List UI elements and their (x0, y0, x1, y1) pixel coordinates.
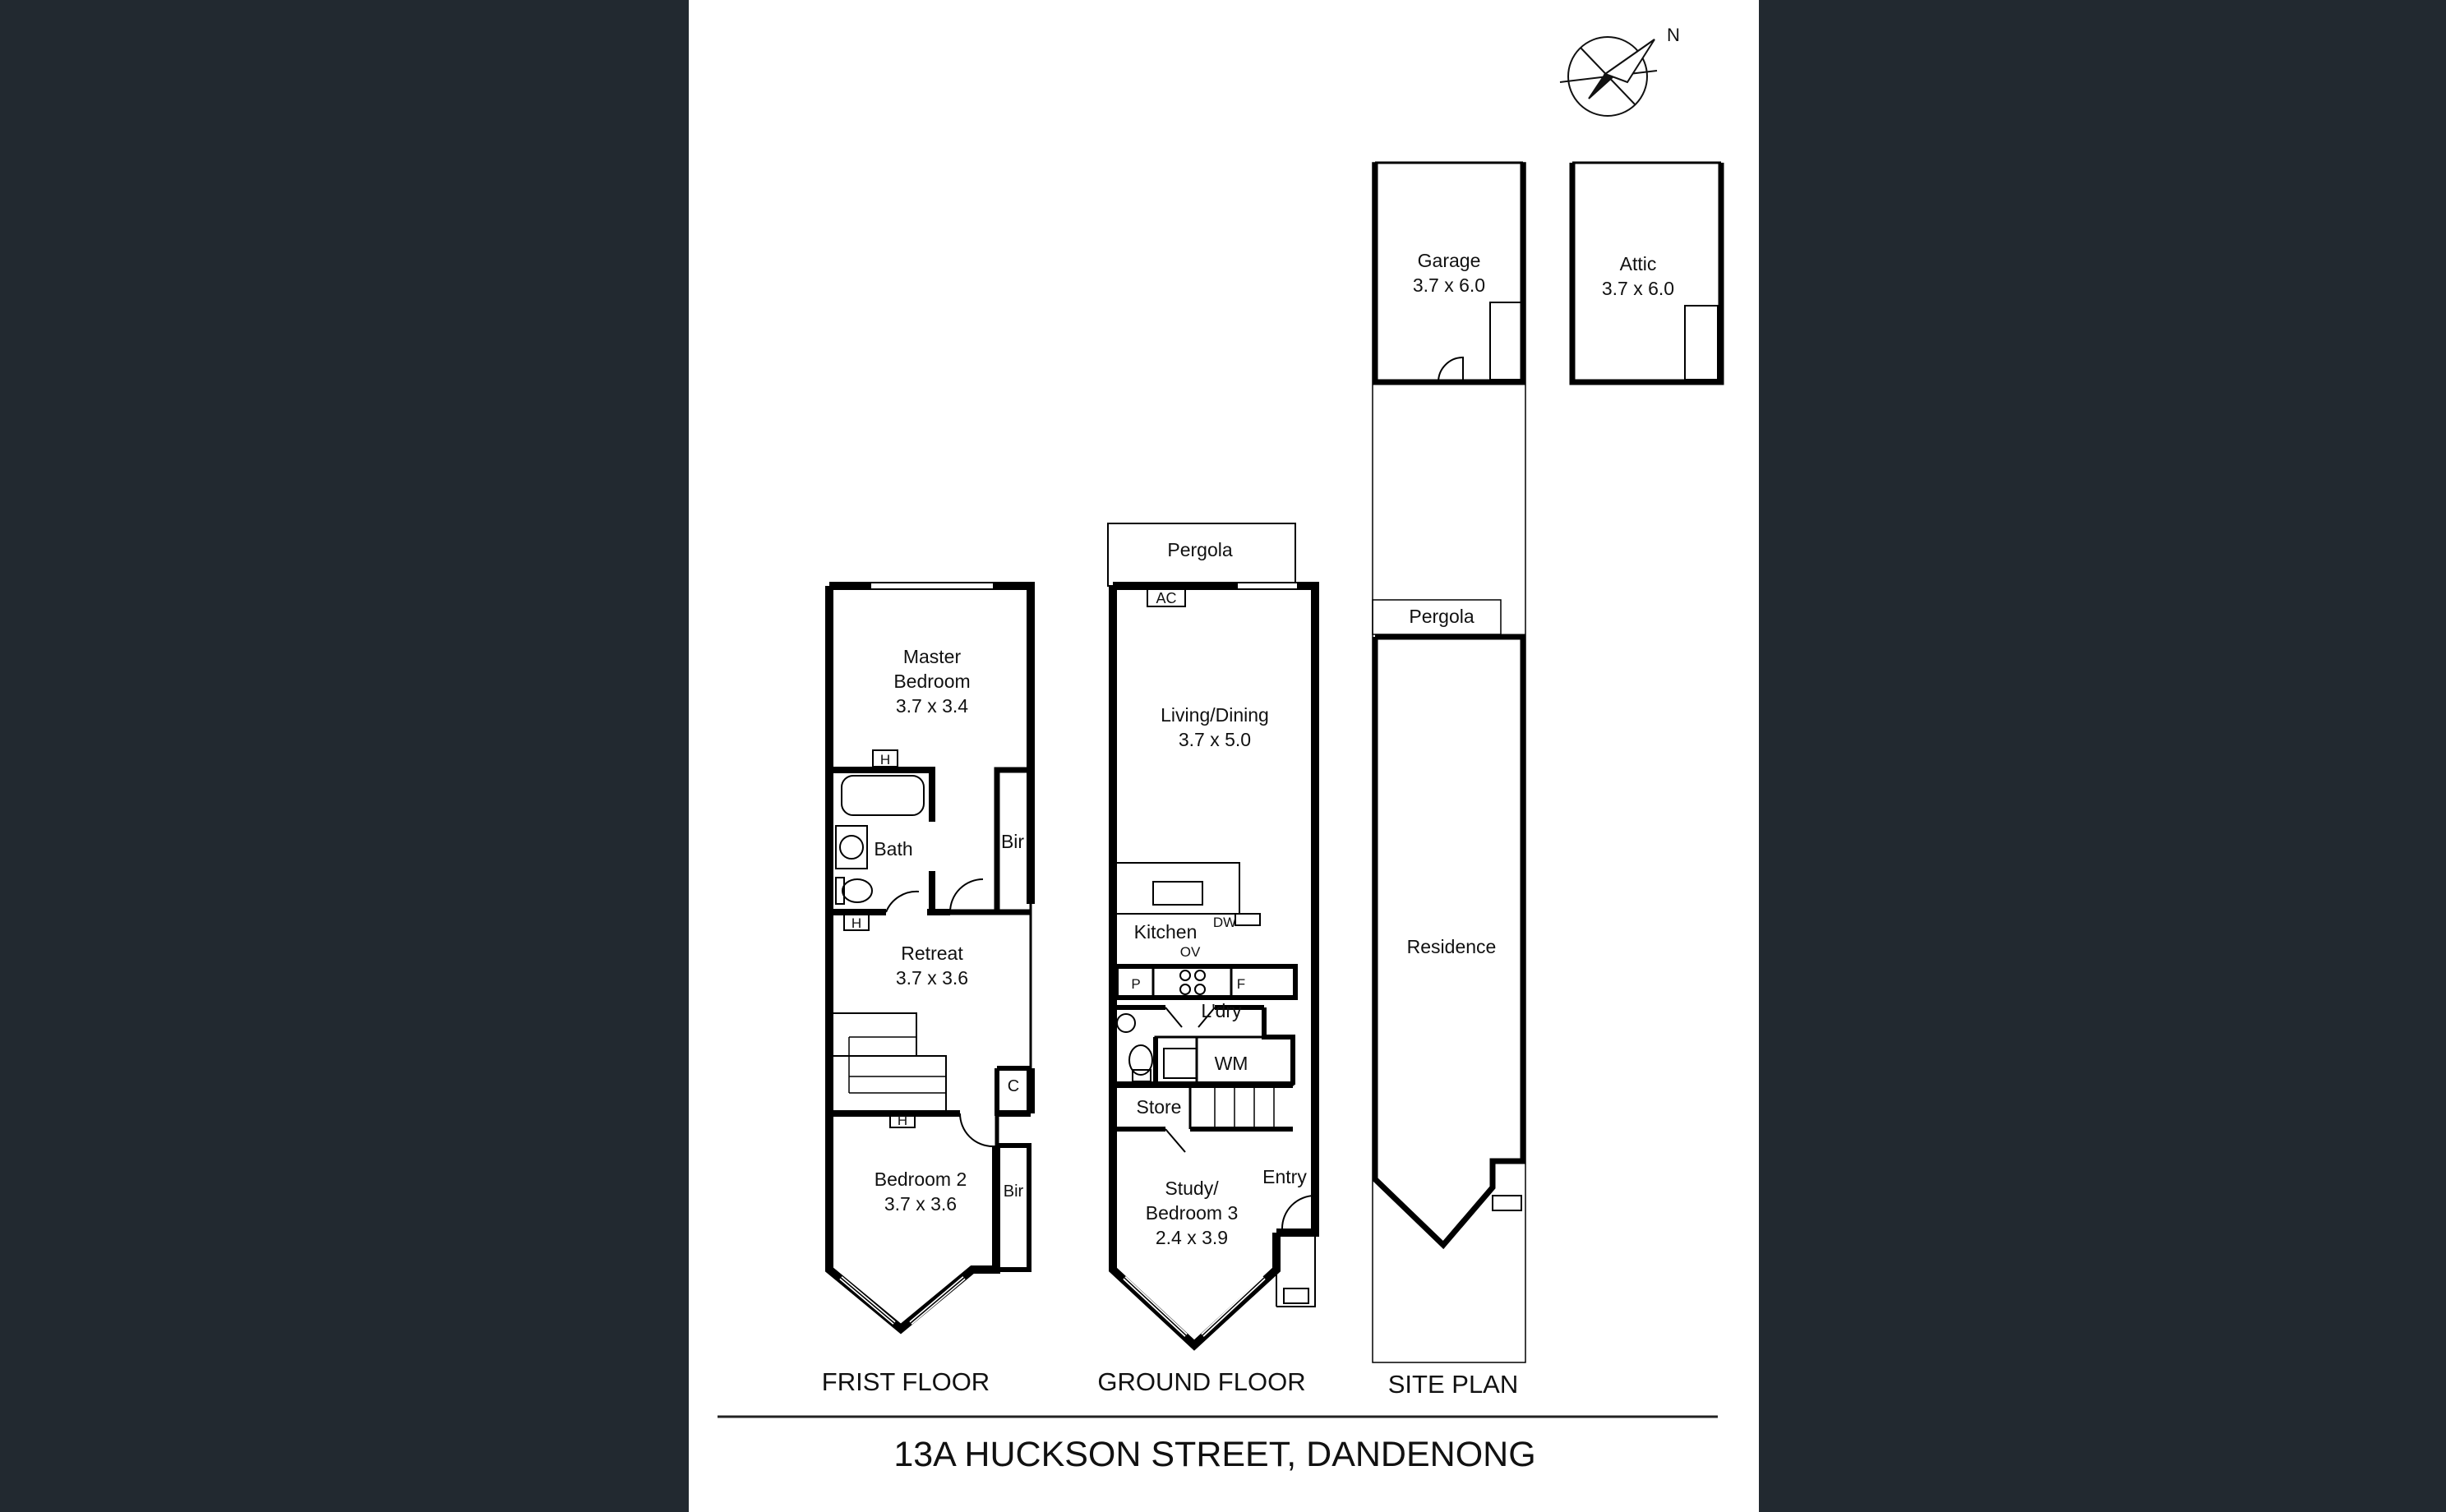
washing-machine-label: WM (1215, 1053, 1248, 1074)
study-size: 2.4 x 3.9 (1156, 1227, 1228, 1248)
kitchen-label: Kitchen (1134, 921, 1198, 943)
study-label-line2: Bedroom 3 (1146, 1202, 1239, 1224)
site-pergola-label: Pergola (1409, 606, 1474, 627)
master-bedroom-size: 3.7 x 3.4 (896, 695, 968, 717)
heater-mark: H (851, 915, 861, 931)
ground-floor-labels: Pergola AC Living/Dining 3.7 x 5.0 DW Ki… (1131, 539, 1307, 1248)
living-dining-label: Living/Dining (1161, 704, 1269, 726)
floor-titles: FRIST FLOOR GROUND FLOOR SITE PLAN (822, 1367, 1518, 1399)
pergola-label: Pergola (1167, 539, 1232, 560)
master-bedroom-label: Master (903, 646, 962, 667)
first-floor-title: FRIST FLOOR (822, 1367, 990, 1396)
compass-north-label: N (1667, 25, 1680, 45)
dishwasher-label: DW (1213, 915, 1236, 930)
garage-label: Garage (1418, 250, 1481, 271)
first-floor-plan (825, 582, 1035, 1335)
residence-label: Residence (1407, 936, 1497, 957)
site-plan-title: SITE PLAN (1388, 1370, 1519, 1399)
entry-label: Entry (1262, 1166, 1307, 1187)
retreat-label: Retreat (901, 943, 963, 964)
ground-floor-title: GROUND FLOOR (1097, 1367, 1305, 1396)
master-bedroom-label-line2: Bedroom (893, 671, 970, 692)
pantry-label: P (1131, 976, 1140, 992)
oven-label: OV (1180, 944, 1201, 960)
fridge-label: F (1237, 976, 1245, 992)
site-plan (1372, 161, 1724, 1363)
bedroom2-size: 3.7 x 3.6 (884, 1193, 957, 1215)
floor-plan-drawing: N (718, 25, 1724, 1474)
c-closet-label: C (1008, 1077, 1019, 1095)
bir-2-label: Bir (1004, 1182, 1024, 1201)
laundry-label: L'dry (1201, 1000, 1242, 1021)
attic-size: 3.7 x 6.0 (1602, 278, 1674, 299)
bedroom2-label: Bedroom 2 (875, 1169, 967, 1190)
heater-mark: H (898, 1113, 907, 1128)
bath-label: Bath (874, 838, 912, 860)
compass-icon (1559, 36, 1658, 117)
bir-1-label: Bir (1001, 831, 1024, 852)
address-title: 13A HUCKSON STREET, DANDENONG (893, 1435, 1535, 1474)
garage-size: 3.7 x 6.0 (1413, 274, 1485, 296)
site-plan-labels: Garage 3.7 x 6.0 Attic 3.7 x 6.0 Pergola… (1407, 250, 1674, 957)
floor-plan-sheet: N (689, 0, 1759, 1512)
first-floor-labels: Master Bedroom 3.7 x 3.4 Bath Bir Retrea… (851, 646, 1025, 1215)
ground-floor-plan (1107, 523, 1319, 1351)
attic-label: Attic (1620, 253, 1657, 274)
ac-label: AC (1156, 590, 1176, 606)
study-label: Study/ (1165, 1178, 1219, 1199)
retreat-size: 3.7 x 3.6 (896, 967, 968, 989)
store-label: Store (1137, 1096, 1182, 1118)
living-dining-size: 3.7 x 5.0 (1179, 729, 1251, 750)
heater-mark: H (880, 752, 890, 768)
